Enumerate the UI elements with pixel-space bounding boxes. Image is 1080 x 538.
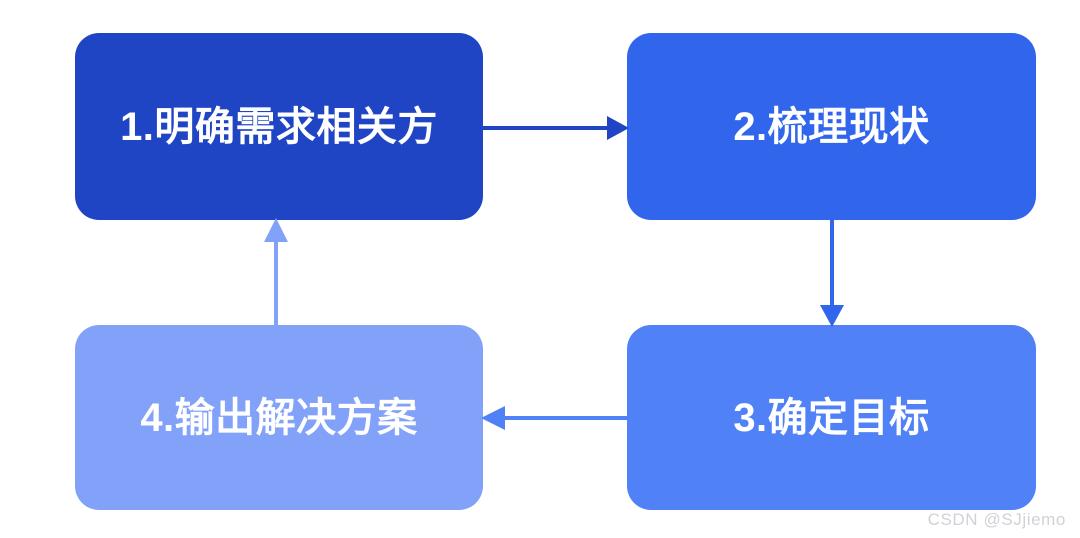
arrow-node2-to-node3 bbox=[820, 220, 844, 327]
flow-node-4-label: 4.输出解决方案 bbox=[140, 395, 418, 440]
flow-node-2-label: 2.梳理现状 bbox=[733, 104, 930, 149]
flow-node-3-label: 3.确定目标 bbox=[733, 395, 930, 440]
arrow-node4-to-node1 bbox=[264, 218, 288, 327]
flow-node-4[interactable]: 4.输出解决方案 bbox=[75, 325, 483, 510]
arrow-node1-to-node2 bbox=[483, 116, 629, 140]
arrow-head bbox=[607, 116, 629, 140]
flow-node-3[interactable]: 3.确定目标 bbox=[627, 325, 1036, 510]
flow-node-1[interactable]: 1.明确需求相关方 bbox=[75, 33, 483, 220]
arrow-head bbox=[481, 406, 505, 430]
csdn-watermark: CSDN @SJjiemo bbox=[927, 510, 1066, 529]
arrow-node3-to-node4 bbox=[481, 406, 629, 430]
arrow-head bbox=[264, 218, 288, 242]
flow-node-1-label: 1.明确需求相关方 bbox=[120, 104, 438, 149]
arrow-head bbox=[820, 305, 844, 327]
flow-node-2[interactable]: 2.梳理现状 bbox=[627, 33, 1036, 220]
